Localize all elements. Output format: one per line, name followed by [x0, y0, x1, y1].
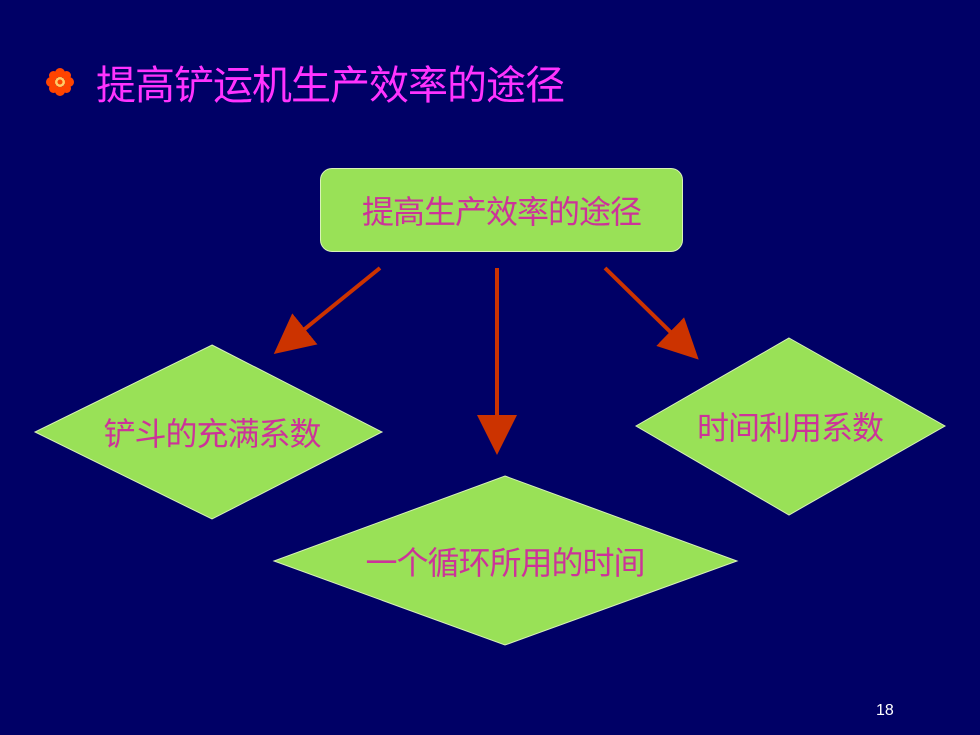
root-node: 提高生产效率的途径 — [320, 168, 683, 252]
slide-title: 提高铲运机生产效率的途径 — [96, 63, 565, 109]
left-diamond — [33, 344, 384, 520]
right-diamond — [635, 337, 947, 516]
arrow-to-right-node — [603, 266, 699, 360]
flower-bullet-icon — [46, 68, 74, 96]
center-node-label: 一个循环所用的时间 — [365, 544, 645, 582]
right-node-label: 时间利用系数 — [696, 409, 884, 447]
page-number: 18 — [876, 702, 894, 719]
center-diamond — [272, 475, 739, 646]
arrow-to-left-node — [273, 266, 382, 355]
left-node-label: 铲斗的充满系数 — [103, 415, 321, 453]
